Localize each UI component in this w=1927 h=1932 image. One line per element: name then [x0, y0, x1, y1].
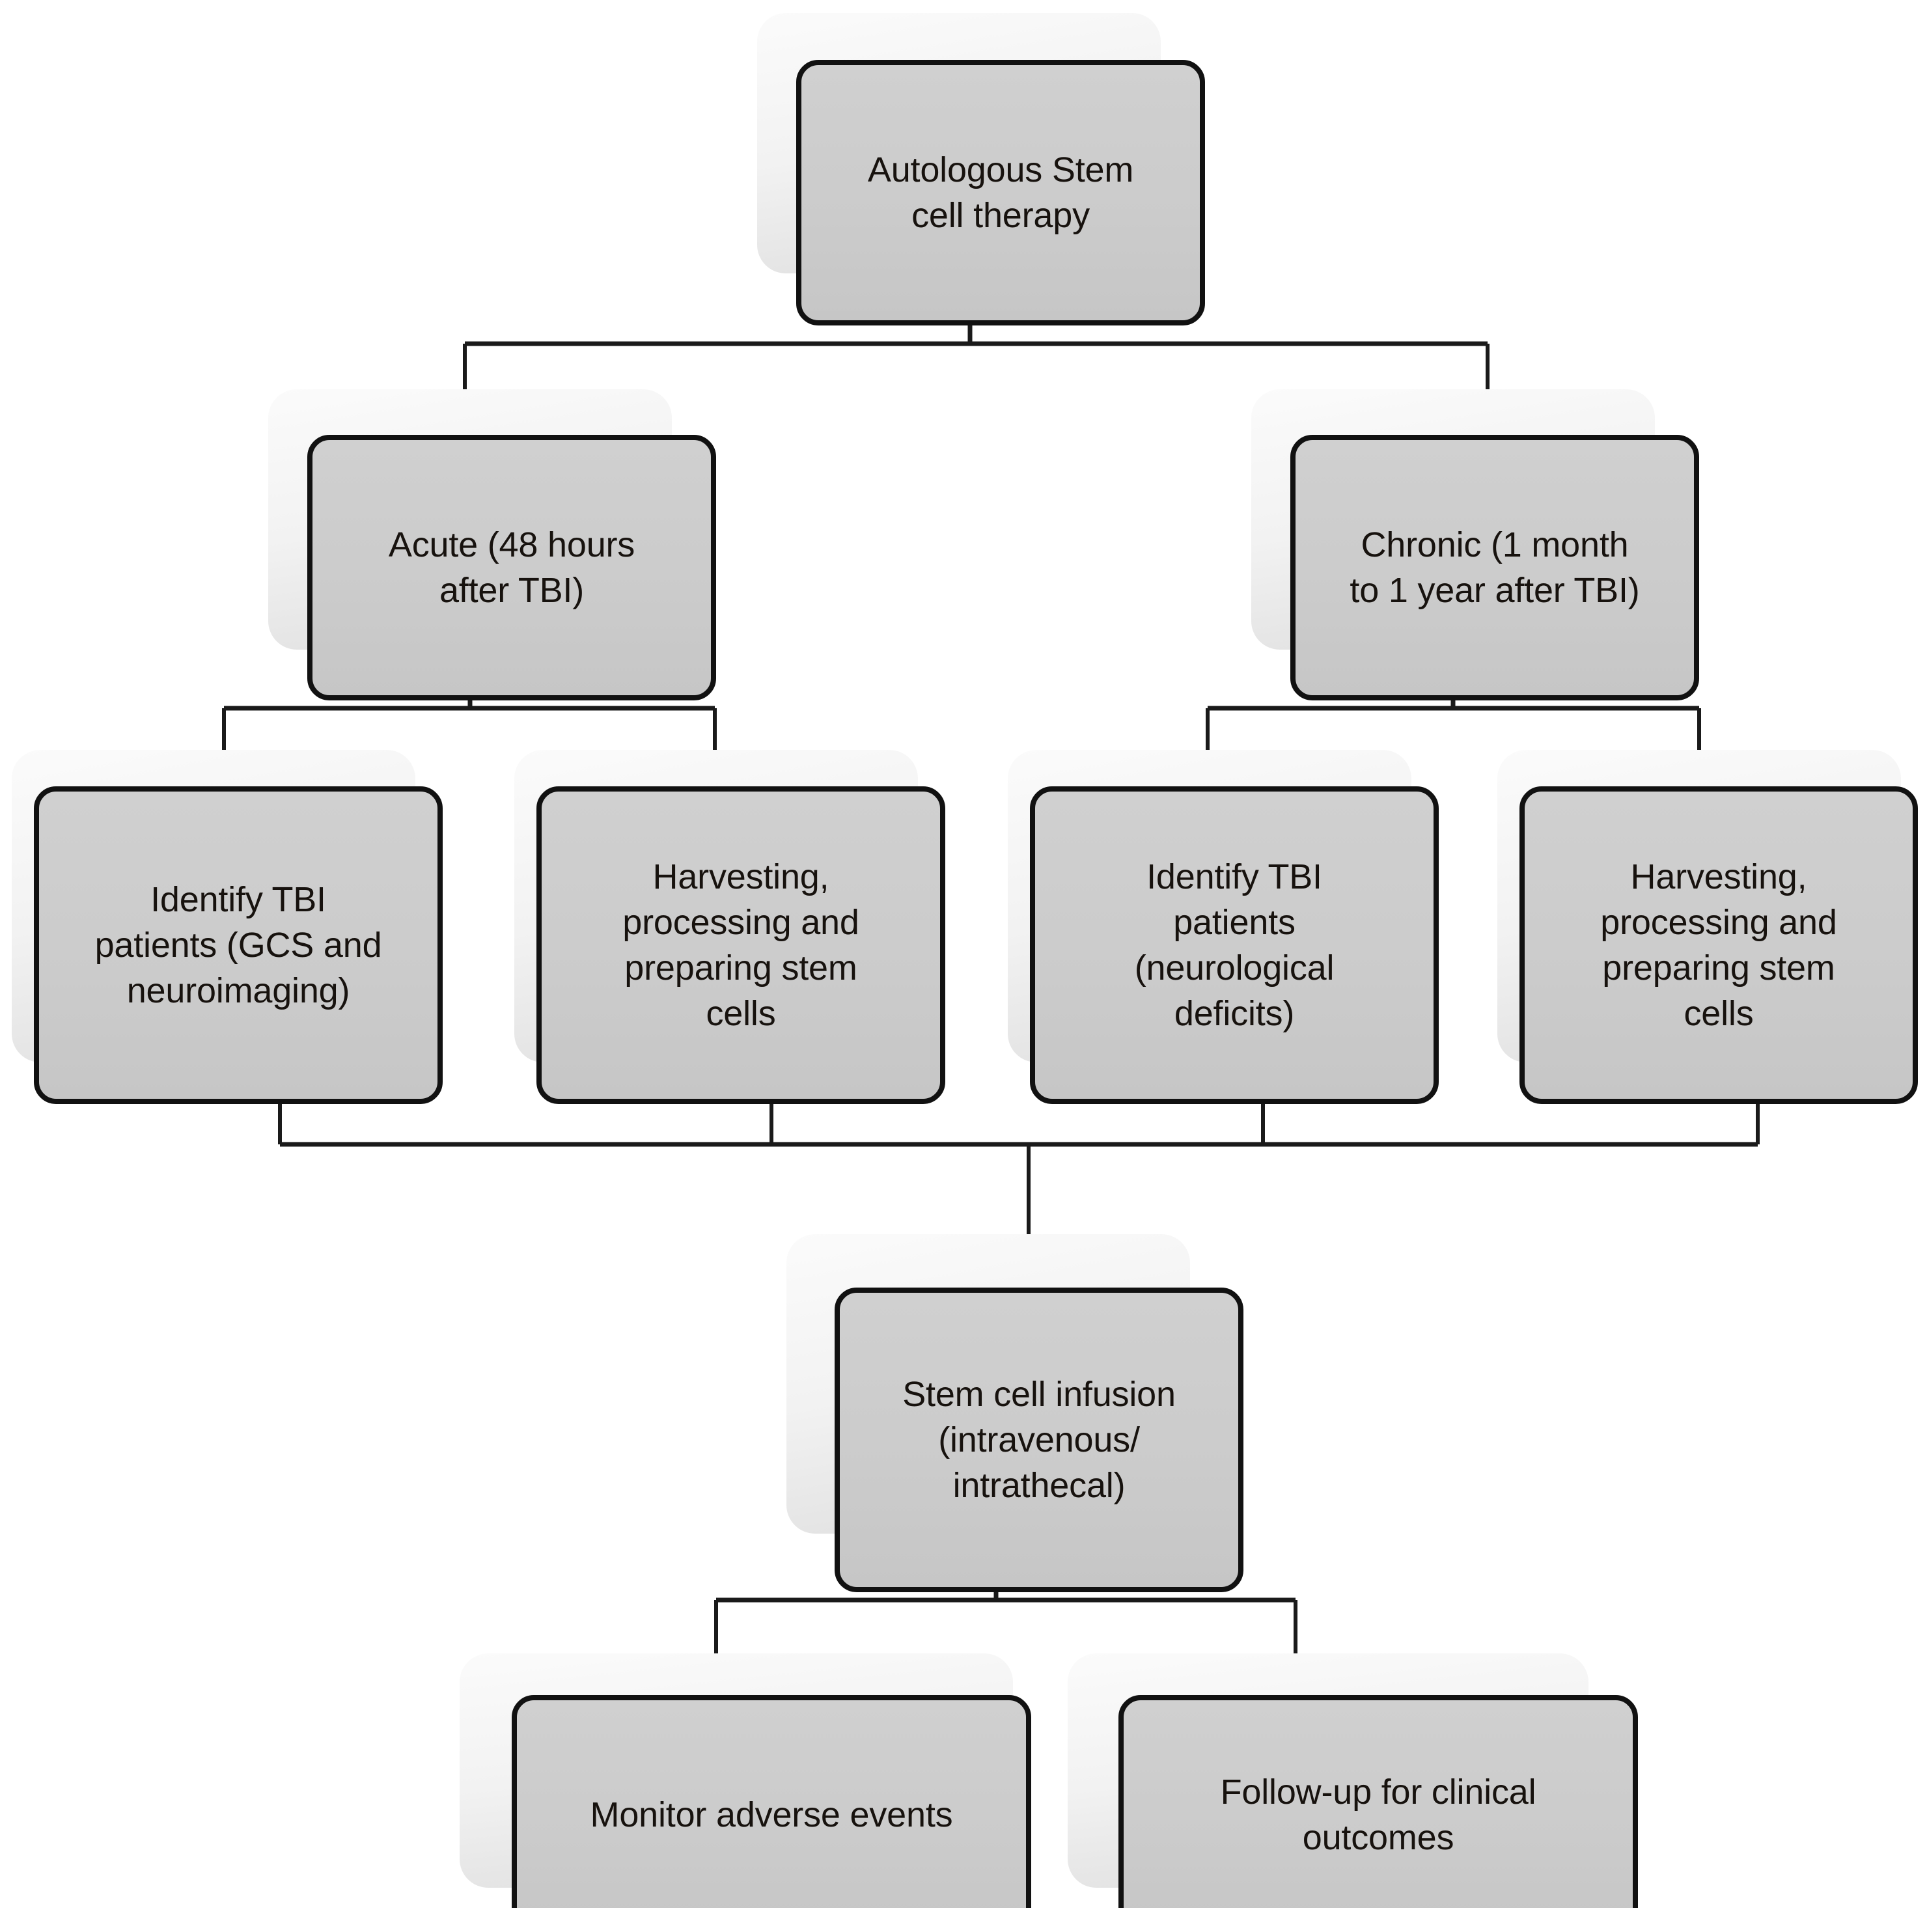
node-harvesting-processing-chronic[interactable] — [1497, 750, 1918, 1104]
node-box[interactable] — [536, 786, 945, 1104]
node-identify-tbi-patients-neuro[interactable] — [1008, 750, 1439, 1104]
node-stem-cell-infusion[interactable] — [786, 1234, 1243, 1592]
node-acute-phase[interactable] — [268, 389, 716, 700]
node-box[interactable] — [1290, 435, 1699, 700]
node-box[interactable] — [796, 60, 1205, 325]
node-box[interactable] — [1118, 1695, 1638, 1908]
node-harvesting-processing-acute[interactable] — [514, 750, 945, 1104]
node-autologous-stem-cell-therapy[interactable] — [757, 13, 1205, 325]
node-monitor-adverse-events[interactable] — [460, 1653, 1031, 1908]
node-box[interactable] — [34, 786, 443, 1104]
node-box[interactable] — [1030, 786, 1439, 1104]
node-follow-up-clinical-outcomes[interactable] — [1068, 1653, 1638, 1908]
node-box[interactable] — [307, 435, 716, 700]
node-box[interactable] — [512, 1695, 1031, 1908]
node-box[interactable] — [1519, 786, 1918, 1104]
node-box[interactable] — [835, 1288, 1243, 1592]
node-chronic-phase[interactable] — [1251, 389, 1699, 700]
node-identify-tbi-patients-gcs[interactable] — [12, 750, 443, 1104]
